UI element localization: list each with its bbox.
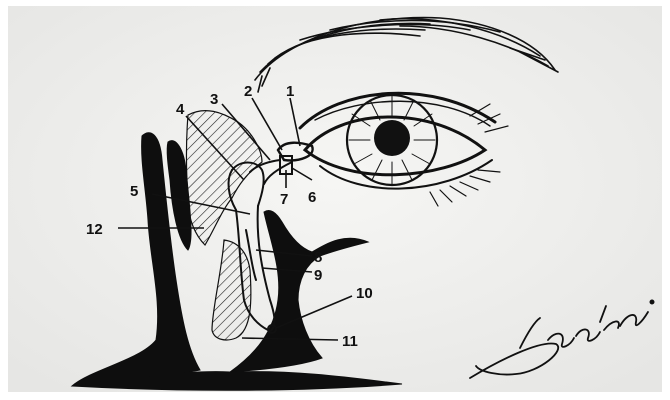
- label-5: 5: [130, 183, 138, 200]
- pupil: [374, 120, 410, 156]
- label-3: 3: [210, 91, 218, 108]
- label-11: 11: [342, 333, 358, 350]
- label-8: 8: [314, 249, 322, 266]
- label-4: 4: [176, 101, 185, 118]
- label-10: 10: [356, 285, 373, 302]
- label-12: 12: [86, 221, 103, 238]
- label-7: 7: [280, 191, 288, 208]
- label-1: 1: [286, 83, 294, 100]
- label-2: 2: [244, 83, 252, 100]
- label-6: 6: [308, 189, 316, 206]
- paper-sheet: [8, 6, 662, 392]
- label-9: 9: [314, 267, 322, 284]
